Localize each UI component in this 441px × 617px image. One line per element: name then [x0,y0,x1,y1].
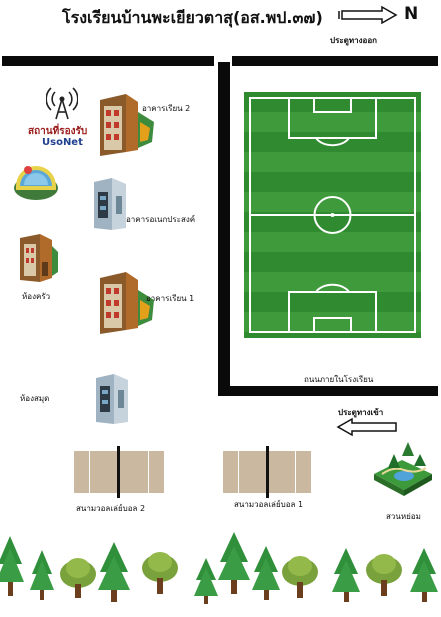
pine-tree-icon [332,548,360,602]
volleyball-court-1-label: สนามวอลเล่ย์บอล 1 [234,500,304,509]
usonet-label-line2: UsoNet [42,137,83,148]
pine-tree-icon [0,536,24,596]
tree-line [0,532,438,604]
usonet-label-line1: สถานที่รองรับ [28,126,88,137]
exit-gate-label: ประตูทางออก [330,36,377,45]
classroom-building-1-label: อาคารเรียน 1 [146,294,195,303]
multipurpose-building-icon [94,178,126,230]
garden-icon [374,442,432,496]
volleyball-court-2-label: สนามวอลเล่ย์บอล 2 [76,504,146,513]
pine-tree-icon [218,532,250,594]
multipurpose-building-label: อาคารอเนกประสงค์ [126,215,196,224]
soccer-field [244,92,421,338]
volleyball-court-2 [74,446,164,498]
kitchen-label: ห้องครัว [22,292,51,301]
kitchen-building-icon [20,234,58,282]
road-label: ถนนภายในโรงเรียน [304,375,374,384]
leafy-tree-icon [60,558,96,598]
library-building-icon [96,374,128,424]
map-title: โรงเรียนบ้านพะเยียวตาสุ(อส.พป.๓๗) [62,8,323,27]
entry-gate-label: ประตูทางเข้า [338,408,384,417]
classroom-building-1-icon [100,272,154,334]
sports-dome-icon [14,166,58,200]
entry-arrow-icon [336,417,397,437]
leafy-tree-icon [282,556,318,598]
classroom-building-2-icon [100,94,154,156]
north-label: N [404,4,419,24]
pine-tree-icon [252,546,280,600]
top-road [2,56,214,66]
top-road-right [232,56,438,66]
classroom-building-2-label: อาคารเรียน 2 [142,104,191,113]
volleyball-court-1 [223,446,311,498]
north-arrow-icon [338,5,398,25]
vertical-road [218,62,230,394]
pine-tree-icon [410,548,438,602]
garden-label: สวนหย่อม [386,512,421,521]
bottom-road [218,386,438,396]
library-label: ห้องสมุด [20,394,50,403]
antenna-icon [46,87,78,120]
leafy-tree-icon [366,554,402,596]
pine-tree-icon [194,558,218,604]
leafy-tree-icon [142,552,178,594]
pine-tree-icon [30,550,54,600]
pine-tree-icon [98,542,130,602]
